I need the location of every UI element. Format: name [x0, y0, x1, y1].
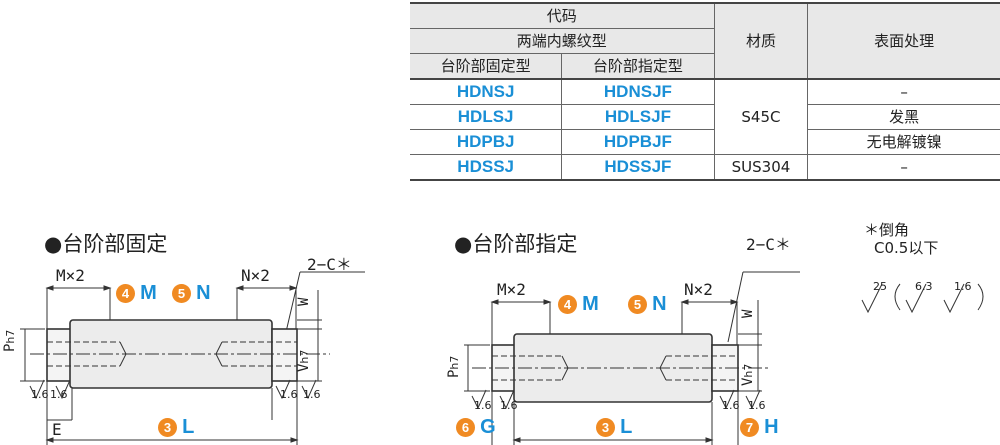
header-type: 两端内螺纹型: [410, 28, 715, 54]
right-h-label: 7 H: [740, 416, 779, 439]
note-chamfer-size: C0.5以下: [874, 239, 939, 257]
note-chamfer-star: ＊倒角: [864, 221, 910, 239]
surface-4: –: [807, 154, 1000, 181]
header-code: 代码: [410, 2, 715, 29]
right-n-label: 5 N: [628, 293, 667, 316]
header-surface: 表面处理: [807, 2, 1000, 80]
left-chamfer: 2−C＊: [307, 255, 352, 274]
code-fixed-3: HDPBJ: [410, 129, 563, 155]
badge-n: 5: [172, 284, 191, 303]
badge-n: 5: [628, 295, 647, 314]
badge-h: 7: [740, 418, 759, 437]
left-e-dim: E: [52, 420, 62, 439]
rough-63: 6.3: [915, 280, 933, 293]
left-nx2: N×2: [241, 266, 270, 285]
right-mx2: M×2: [497, 280, 526, 299]
left-rough-3: 1.6: [280, 388, 298, 401]
l-text: L: [620, 416, 633, 438]
badge-m: 4: [116, 284, 135, 303]
right-p-dim: Ph7: [446, 355, 462, 378]
code-specified-4: HDSSJF: [561, 154, 715, 181]
material-sus304: SUS304: [713, 154, 809, 181]
m-text: M: [582, 293, 599, 315]
right-l-label: 3 L: [596, 416, 632, 439]
right-rough-1: 1.6: [474, 399, 492, 412]
left-drawing-title: ●台阶部固定: [44, 232, 168, 256]
left-p-dim: Ph7: [2, 329, 18, 352]
left-v-dim: Vh7: [296, 349, 312, 372]
left-w-dim: W: [296, 297, 312, 306]
header-fixed: 台阶部固定型: [410, 53, 563, 80]
left-rough-1: 1.6: [31, 388, 49, 401]
right-drawing-title: ●台阶部指定: [454, 232, 578, 256]
right-g-label: 6 G: [456, 416, 496, 439]
right-chamfer: 2−C＊: [746, 235, 791, 254]
left-rough-4: 1.6: [303, 388, 321, 401]
spec-table: 代码 材质 表面处理 两端内螺纹型 台阶部固定型 台阶部指定型 HDNSJ HD…: [410, 2, 1000, 181]
code-fixed-4: HDSSJ: [410, 154, 563, 181]
right-rough-2: 1.6: [500, 399, 518, 412]
h-text: H: [764, 416, 779, 438]
header-specified: 台阶部指定型: [561, 53, 715, 80]
left-l-label: 3 L: [158, 416, 194, 439]
g-text: G: [480, 416, 496, 438]
m-text: M: [140, 282, 157, 304]
surface-1: –: [807, 78, 1000, 105]
right-v-dim: Vh7: [740, 363, 756, 386]
code-specified-3: HDPBJF: [561, 129, 715, 155]
right-m-label: 4 M: [558, 293, 599, 316]
left-rough-2: 1.6: [50, 388, 68, 401]
badge-l: 3: [158, 418, 177, 437]
badge-g: 6: [456, 418, 475, 437]
n-text: N: [652, 293, 667, 315]
roughness-legend: [861, 283, 984, 314]
left-shaft-drawing: [20, 271, 365, 445]
code-fixed-1: HDNSJ: [410, 78, 563, 105]
right-rough-4: 1.6: [748, 399, 766, 412]
right-shaft-drawing: [464, 271, 800, 445]
badge-l: 3: [596, 418, 615, 437]
left-m-label: 4 M: [116, 282, 157, 305]
n-text: N: [196, 282, 211, 304]
right-nx2: N×2: [684, 280, 713, 299]
badge-m: 4: [558, 295, 577, 314]
right-rough-3: 1.6: [722, 399, 740, 412]
right-w-dim: W: [740, 309, 756, 318]
code-specified-1: HDNSJF: [561, 78, 715, 105]
l-text: L: [182, 416, 195, 438]
rough-25: 25: [873, 280, 887, 293]
rough-16: 1.6: [954, 280, 972, 293]
code-specified-2: HDLSJF: [561, 104, 715, 130]
surface-3: 无电解镀镍: [807, 129, 1000, 155]
material-s45c: S45C: [713, 78, 809, 155]
surface-2: 发黑: [807, 104, 1000, 130]
header-material: 材质: [713, 2, 809, 80]
code-fixed-2: HDLSJ: [410, 104, 563, 130]
left-n-label: 5 N: [172, 282, 211, 305]
left-mx2: M×2: [56, 266, 85, 285]
